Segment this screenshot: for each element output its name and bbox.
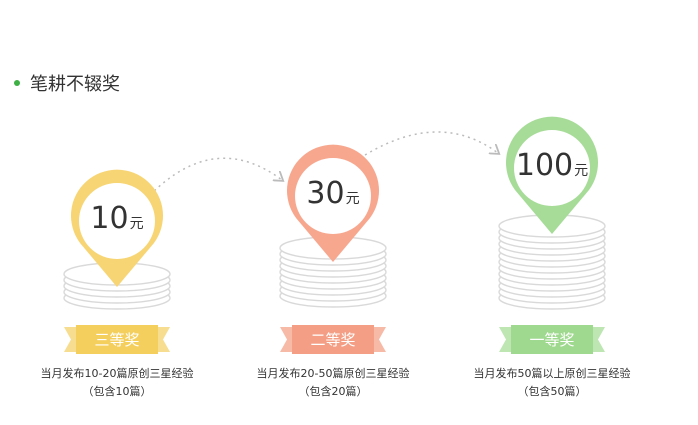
rank-label-3: 一等奖 xyxy=(529,331,575,349)
bullet-icon xyxy=(14,80,20,86)
map-pin-icon-1 xyxy=(71,169,163,287)
ribbon-3 xyxy=(499,325,605,354)
ribbon-2 xyxy=(280,325,386,354)
prize-description-1: 当月发布10-20篇原创三星经验 （包含10篇） xyxy=(40,367,194,398)
map-pin-icon-2 xyxy=(287,144,379,262)
section-heading: 笔耕不辍奖 xyxy=(14,70,120,96)
prize-description-3: 当月发布50篇以上原创三星经验 （包含50篇） xyxy=(473,367,631,398)
prize-amount-3: 100元 xyxy=(515,148,589,183)
coin-stack-3 xyxy=(498,214,606,310)
rank-label-2: 二等奖 xyxy=(310,331,356,349)
prize-amount-1: 10元 xyxy=(90,201,144,236)
rank-label-1: 三等奖 xyxy=(94,331,140,349)
prize-amount-2: 30元 xyxy=(306,176,360,211)
arrow-connector-2 xyxy=(364,131,498,156)
map-pin-icon-3 xyxy=(506,116,599,234)
section-title: 笔耕不辍奖 xyxy=(30,74,120,95)
prize-description-2: 当月发布20-50篇原创三星经验 （包含20篇） xyxy=(256,367,410,398)
arrow-connector-1 xyxy=(149,157,282,196)
ribbon-1 xyxy=(64,325,170,354)
